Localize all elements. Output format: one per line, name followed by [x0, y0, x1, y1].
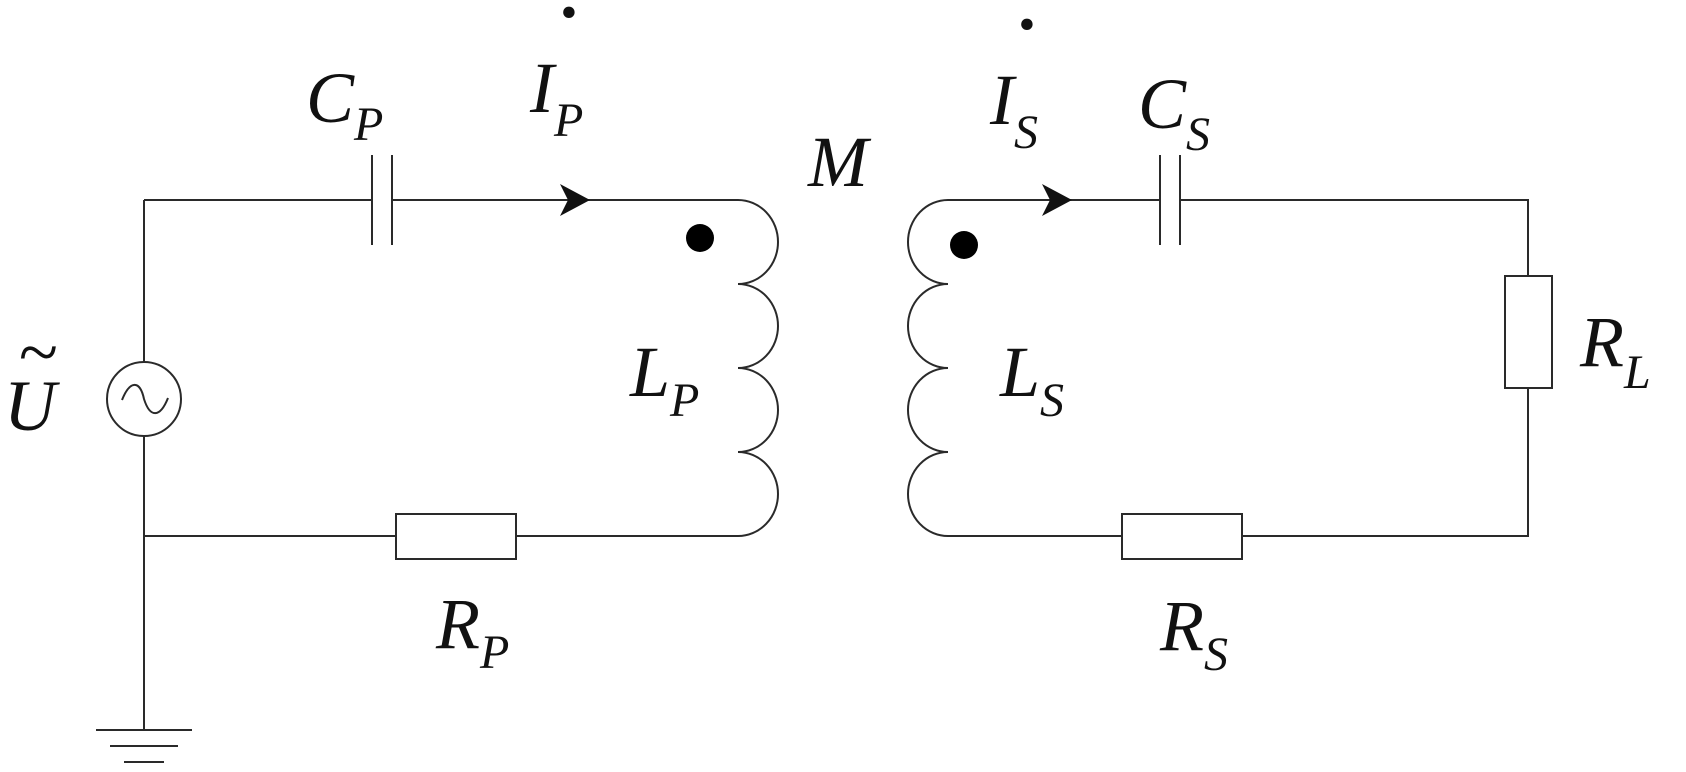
current-arrow-ip: [560, 184, 590, 216]
ground-symbol: [96, 729, 192, 763]
resistor-rs: [1121, 513, 1243, 560]
capacitor-cp: [371, 155, 393, 245]
current-arrow-is: [1042, 184, 1072, 216]
label-lp: LP: [629, 332, 699, 427]
secondary-right-wire: [1242, 388, 1529, 537]
primary-circuit: [96, 155, 779, 763]
label-cp: CP: [306, 58, 383, 151]
label-ls: LS: [999, 332, 1064, 427]
label-is-dot: •: [1018, 0, 1035, 51]
label-ip-dot: •: [560, 0, 577, 39]
polarity-dot-secondary: [950, 231, 978, 259]
label-ip: IP: [529, 48, 583, 147]
inductor-ls: [907, 199, 949, 537]
secondary-top-wire-right: [1180, 199, 1529, 276]
label-cs: CS: [1138, 64, 1210, 161]
label-rp: RP: [435, 584, 509, 679]
ac-source: [106, 361, 182, 437]
label-rl: RL: [1579, 302, 1651, 399]
secondary-circuit: [907, 155, 1553, 560]
label-rs: RS: [1159, 586, 1228, 681]
capacitor-cs: [1159, 155, 1181, 245]
label-is: IS: [989, 60, 1038, 159]
label-source-tilde: ~: [18, 312, 57, 392]
label-source: U: [4, 366, 60, 446]
polarity-dot-primary: [686, 224, 714, 252]
resistor-rp: [395, 513, 517, 560]
inductor-lp: [737, 199, 779, 537]
label-mutual: M: [807, 122, 872, 202]
resistor-rl: [1504, 275, 1553, 389]
